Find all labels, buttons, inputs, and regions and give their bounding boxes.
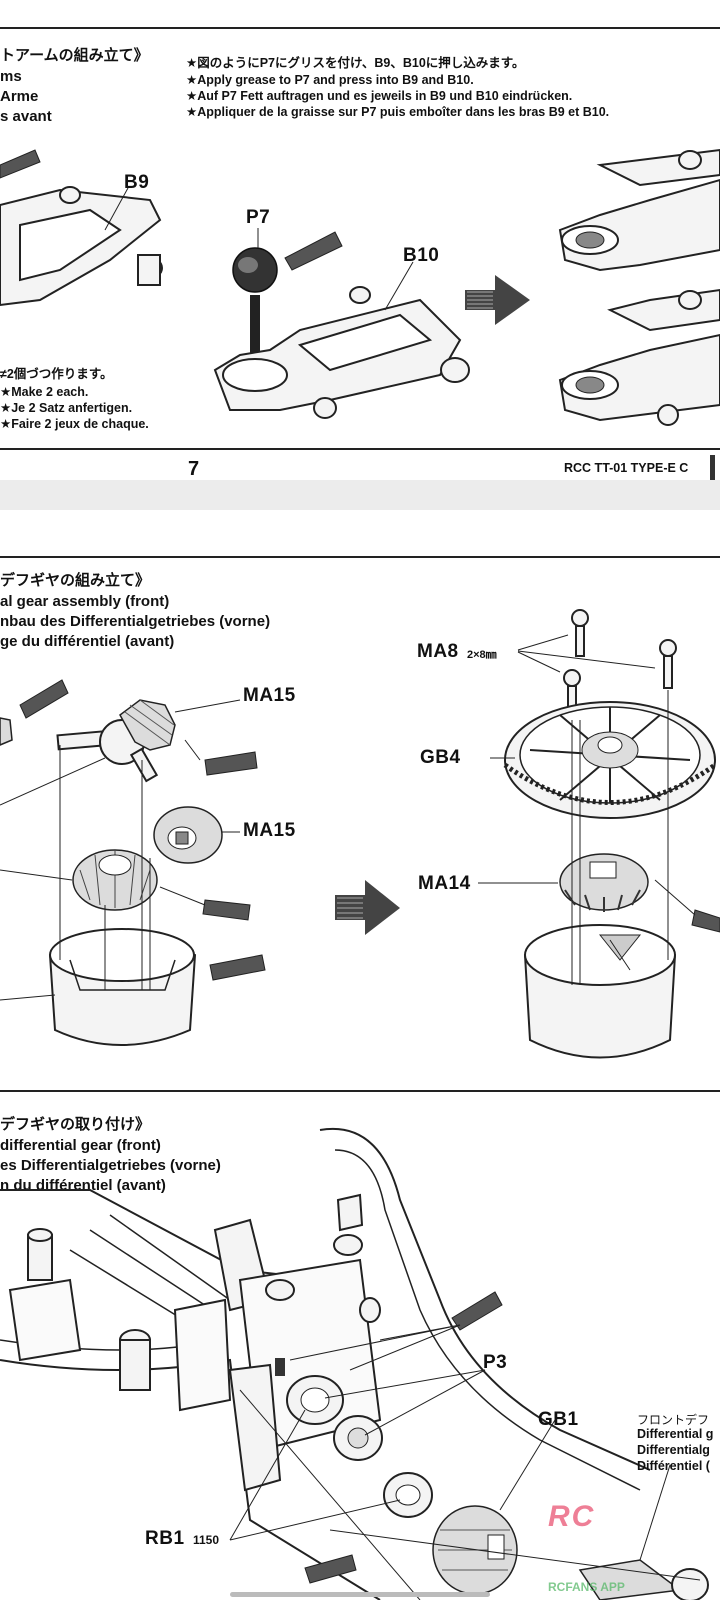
label-gb4: GB4 xyxy=(420,747,461,768)
page3-title-en: differential gear (front) xyxy=(0,1137,161,1154)
diff-case-right-drawing xyxy=(523,924,677,1059)
label-ma15-mid: MA15 xyxy=(243,820,296,841)
crown-gear-drawing xyxy=(72,849,158,911)
page1-top-rule xyxy=(0,27,720,29)
page1-title-fr: s avant xyxy=(0,108,52,125)
page2-title-ja: デフギヤの組み立て》 xyxy=(0,572,151,589)
label-b10: B10 xyxy=(403,245,440,266)
page1-illustration xyxy=(0,148,720,426)
bearing-drawing xyxy=(275,1358,433,1518)
side-note-ja: フロントデフ xyxy=(637,1413,710,1427)
label-p3: P3 xyxy=(483,1352,508,1373)
page1-title-en: ms xyxy=(0,68,22,85)
page2-title-fr: ge du différentiel (avant) xyxy=(0,633,175,650)
bevel-gear-ma15-mid-drawing xyxy=(153,806,223,864)
make-note-en: ★Make 2 each. xyxy=(0,385,89,399)
page2-title-en: al gear assembly (front) xyxy=(0,593,170,610)
label-ma8-size: 2×8㎜ xyxy=(467,649,497,661)
page1-title-ja: トアームの組み立て》 xyxy=(0,47,149,64)
assembled-arms-drawing xyxy=(558,148,720,426)
arm-b10-drawing xyxy=(213,286,470,419)
arrow-right-icon xyxy=(465,275,530,325)
spur-gear-gb4-drawing xyxy=(503,701,717,819)
page-gap xyxy=(0,480,720,510)
page2-illustration xyxy=(0,609,720,1059)
page1-instruction-ja: ★図のようにP7にグリスを付け、B9、B10に押し込みます。 xyxy=(186,56,525,70)
screw-ma8-drawing xyxy=(563,609,677,719)
arm-b9-drawing xyxy=(0,186,163,307)
page1-title-de: Arme xyxy=(0,88,39,105)
chassis-drawing xyxy=(0,1127,651,1600)
watermark-logo: RC xyxy=(548,1500,596,1533)
bevel-gear-ma15-top-drawing xyxy=(119,699,176,751)
page1-bottom-rule xyxy=(0,448,720,450)
make-note-fr: ★Faire 2 jeux de chaque. xyxy=(0,417,149,431)
bevel-gear-ma14-drawing xyxy=(559,853,649,912)
page1-instruction-en: ★Apply grease to P7 and press into B9 an… xyxy=(186,73,474,87)
side-note-de: Differentialg xyxy=(637,1443,710,1457)
make-note-de: ★Je 2 Satz anfertigen. xyxy=(0,401,133,415)
label-ma8: MA8 xyxy=(417,641,459,662)
label-ma14: MA14 xyxy=(418,873,471,894)
page2-top-rule xyxy=(0,556,720,558)
diff-case-left-drawing xyxy=(48,928,197,1046)
arrow-right-icon-2 xyxy=(335,880,400,935)
page1-instruction-fr: ★Appliquer de la graisse sur P7 puis emb… xyxy=(186,105,610,119)
page3-title-ja: デフギヤの取り付け》 xyxy=(0,1116,151,1133)
page1-instruction-de: ★Auf P7 Fett auftragen und es jeweils in… xyxy=(186,89,573,103)
label-ma15-top: MA15 xyxy=(243,685,296,706)
page2-title-de: nbau des Differentialgetriebes (vorne) xyxy=(0,613,271,630)
footer-title: RCC TT-01 TYPE-E C xyxy=(564,461,689,475)
watermark-text: RCFANS APP xyxy=(548,1580,625,1594)
page-number: 7 xyxy=(188,458,200,480)
label-rb1-num: 1150 xyxy=(193,1533,220,1547)
label-gb1: GB1 xyxy=(538,1409,579,1430)
side-note-en: Differential g xyxy=(637,1427,714,1441)
make-note-ja: ≠2個づつ作ります。 xyxy=(0,367,113,381)
home-indicator[interactable] xyxy=(230,1592,490,1597)
page3-title-de: es Differentialgetriebes (vorne) xyxy=(0,1157,221,1174)
label-rb1: RB1 xyxy=(145,1528,185,1549)
label-b9: B9 xyxy=(124,172,150,193)
label-p7: P7 xyxy=(246,207,271,228)
side-note-fr: Différentiel ( xyxy=(637,1459,710,1473)
page2-bottom-rule xyxy=(0,1090,720,1092)
